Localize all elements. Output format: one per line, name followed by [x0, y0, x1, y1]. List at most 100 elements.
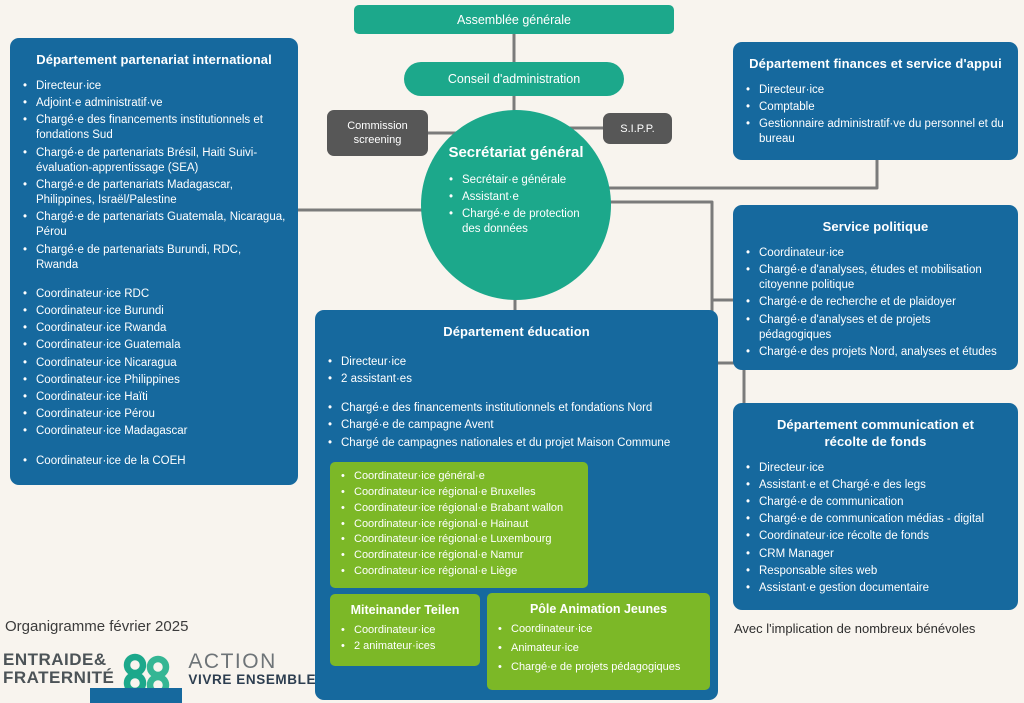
- miteinander-roles-list: Coordinateur·ice2 animateur·ices: [340, 623, 470, 654]
- role-item: Coordinateur·ice: [340, 623, 470, 638]
- role-item: Coordinateur·ice Nicaragua: [22, 356, 286, 371]
- partenariat-title: Département partenariat international: [36, 52, 272, 67]
- role-item: Coordinateur·ice Philippines: [22, 373, 286, 388]
- politique-title: Service politique: [822, 219, 929, 234]
- pole-animation-jeunes-box: Pôle Animation Jeunes Coordinateur·iceAn…: [487, 593, 710, 690]
- role-item: Coordinateur·ice régional·e Liège: [340, 564, 578, 579]
- education-direction-list: Directeur·ice 2 assistant·es: [327, 355, 706, 388]
- role-item: Coordinateur·ice général·e: [340, 469, 578, 484]
- commission-label: Commission screening: [347, 119, 408, 146]
- finances-roles-list: Directeur·iceComptableGestionnaire admin…: [745, 83, 1006, 148]
- education-coordinateurs-list: Coordinateur·ice général·eCoordinateur·i…: [340, 469, 578, 579]
- role-item: Gestionnaire administratif·ve du personn…: [745, 117, 1006, 147]
- logo-line-vivre-ensemble: VIVRE ENSEMBLE: [188, 672, 317, 687]
- role-item: Chargé·e d'analyses, études et mobilisat…: [745, 263, 1006, 293]
- benevoles-caption: Avec l'implication de nombreux bénévoles: [734, 621, 976, 636]
- role-item: Coordinateur·ice régional·e Luxembourg: [340, 532, 578, 547]
- role-item: Chargé·e de communication médias - digit…: [745, 512, 1006, 527]
- secretariat-title: Secrétariat général: [448, 144, 584, 161]
- role-item: Coordinateur·ice: [497, 622, 700, 637]
- conseil-label: Conseil d'administration: [447, 72, 581, 86]
- sipp-label: S.I.P.P.: [620, 122, 655, 135]
- partenariat-coordinators-list: Coordinateur·ice RDC Coordinateur·ice Bur…: [22, 287, 286, 440]
- education-coordinateurs-box: Coordinateur·ice général·eCoordinateur·i…: [330, 462, 588, 588]
- role-item: Chargé·e de campagne Avent: [327, 418, 706, 433]
- role-item: Coordinateur·ice récolte de fonds: [745, 529, 1006, 544]
- assemblee-label: Assemblée générale: [457, 12, 571, 27]
- role-item: Comptable: [745, 100, 1006, 115]
- role-item: Chargé·e de partenariats Brésil, Haiti S…: [22, 146, 286, 176]
- role-item: Coordinateur·ice Guatemala: [22, 338, 286, 353]
- logo-blue-bar: [90, 688, 182, 703]
- role-item: 2 assistant·es: [327, 372, 706, 387]
- role-item: Chargé·e d'analyses et de projets pédago…: [745, 313, 1006, 343]
- role-item: Directeur·ice: [745, 461, 1006, 476]
- miteinander-title: Miteinander Teilen: [350, 603, 460, 617]
- role-item: Coordinateur·ice Madagascar: [22, 424, 286, 439]
- education-charges-list: Chargé·e des financements institutionnel…: [327, 401, 706, 451]
- role-item: Chargé·e des financements institutionnel…: [22, 113, 286, 143]
- role-item: Secrétair·e générale: [448, 173, 584, 188]
- communication-roles-list: Directeur·iceAssistant·e et Chargé·e des…: [745, 461, 1006, 597]
- role-item: Chargé·e de communication: [745, 495, 1006, 510]
- role-item: Coordinateur·ice Rwanda: [22, 321, 286, 336]
- node-secretariat-general: Secrétariat général Secrétair·e générale…: [421, 110, 611, 300]
- role-item: 2 animateur·ices: [340, 639, 470, 654]
- role-item: Coordinateur·ice Pérou: [22, 407, 286, 422]
- role-item: Animateur·ice: [497, 641, 700, 656]
- role-item: Coordinateur·ice RDC: [22, 287, 286, 302]
- role-item: Chargé·e des financements institutionnel…: [327, 401, 706, 416]
- role-item: Chargé·e de projets pédagogiques: [497, 660, 700, 675]
- role-item: Assistant·e: [448, 190, 584, 205]
- role-item: Coordinateur·ice régional·e Bruxelles: [340, 485, 578, 500]
- partenariat-roles-list: Directeur·iceAdjoint·e administratif·veC…: [22, 79, 286, 273]
- role-item: Responsable sites web: [745, 564, 1006, 579]
- logo-action-text: ACTION VIVRE ENSEMBLE: [188, 651, 316, 688]
- politique-roles-list: Coordinateur·iceChargé·e d'analyses, étu…: [745, 246, 1006, 360]
- service-politique: Service politique Coordinateur·iceChargé…: [733, 205, 1018, 370]
- education-title: Département éducation: [443, 324, 590, 339]
- secretariat-roles-list: Secrétair·e généraleAssistant·eChargé·e …: [448, 173, 584, 238]
- role-item: Assistant·e gestion documentaire: [745, 581, 1006, 596]
- organigramme-date-caption: Organigramme février 2025: [5, 618, 189, 635]
- role-item: Coordinateur·ice Haïti: [22, 390, 286, 405]
- node-conseil-administration: Conseil d'administration: [404, 62, 624, 96]
- partenariat-coeh-list: Coordinateur·ice de la COEH: [22, 454, 286, 469]
- dept-finances-service-appui: Département finances et service d'appui …: [733, 42, 1018, 160]
- miteinander-teilen-box: Miteinander Teilen Coordinateur·ice2 ani…: [330, 594, 480, 666]
- role-item: Coordinateur·ice régional·e Namur: [340, 548, 578, 563]
- node-sipp: S.I.P.P.: [603, 113, 672, 144]
- communication-title: Département communication et récolte de …: [776, 417, 975, 449]
- role-item: Directeur·ice: [327, 355, 706, 370]
- logo-line-action: ACTION: [188, 650, 277, 673]
- dept-partenariat-international: Département partenariat international Di…: [10, 38, 298, 485]
- role-item: Chargé de campagnes nationales et du pro…: [327, 436, 706, 451]
- logo-line-fraternite: FRATERNITÉ: [3, 667, 115, 687]
- role-item: Directeur·ice: [745, 83, 1006, 98]
- role-item: Chargé·e de protection des données: [448, 207, 584, 237]
- role-item: Chargé·e de partenariats Guatemala, Nica…: [22, 210, 286, 240]
- role-item: Chargé·e de partenariats Burundi, RDC, R…: [22, 243, 286, 273]
- role-item: Coordinateur·ice de la COEH: [22, 454, 286, 469]
- dept-communication-recolte-fonds: Département communication et récolte de …: [733, 403, 1018, 610]
- role-item: Coordinateur·ice régional·e Hainaut: [340, 517, 578, 532]
- role-item: Chargé·e des projets Nord, analyses et é…: [745, 345, 1006, 360]
- node-commission-screening: Commission screening: [327, 110, 428, 156]
- role-item: Assistant·e et Chargé·e des legs: [745, 478, 1006, 493]
- pole-title: Pôle Animation Jeunes: [529, 602, 668, 616]
- pole-roles-list: Coordinateur·iceAnimateur·iceChargé·e de…: [497, 622, 700, 675]
- role-item: CRM Manager: [745, 547, 1006, 562]
- role-item: Coordinateur·ice: [745, 246, 1006, 261]
- finances-title: Département finances et service d'appui: [749, 56, 1002, 71]
- logo-line-entraide: ENTRAIDE&: [3, 650, 107, 669]
- role-item: Adjoint·e administratif·ve: [22, 96, 286, 111]
- logo-entraide-text: ENTRAIDE& FRATERNITÉ: [3, 651, 114, 687]
- role-item: Coordinateur·ice régional·e Brabant wall…: [340, 501, 578, 516]
- node-assemblee-generale: Assemblée générale: [354, 5, 674, 34]
- role-item: Directeur·ice: [22, 79, 286, 94]
- role-item: Coordinateur·ice Burundi: [22, 304, 286, 319]
- role-item: Chargé·e de partenariats Madagascar, Phi…: [22, 178, 286, 208]
- dept-education: Département éducation Directeur·ice 2 ass…: [315, 310, 718, 700]
